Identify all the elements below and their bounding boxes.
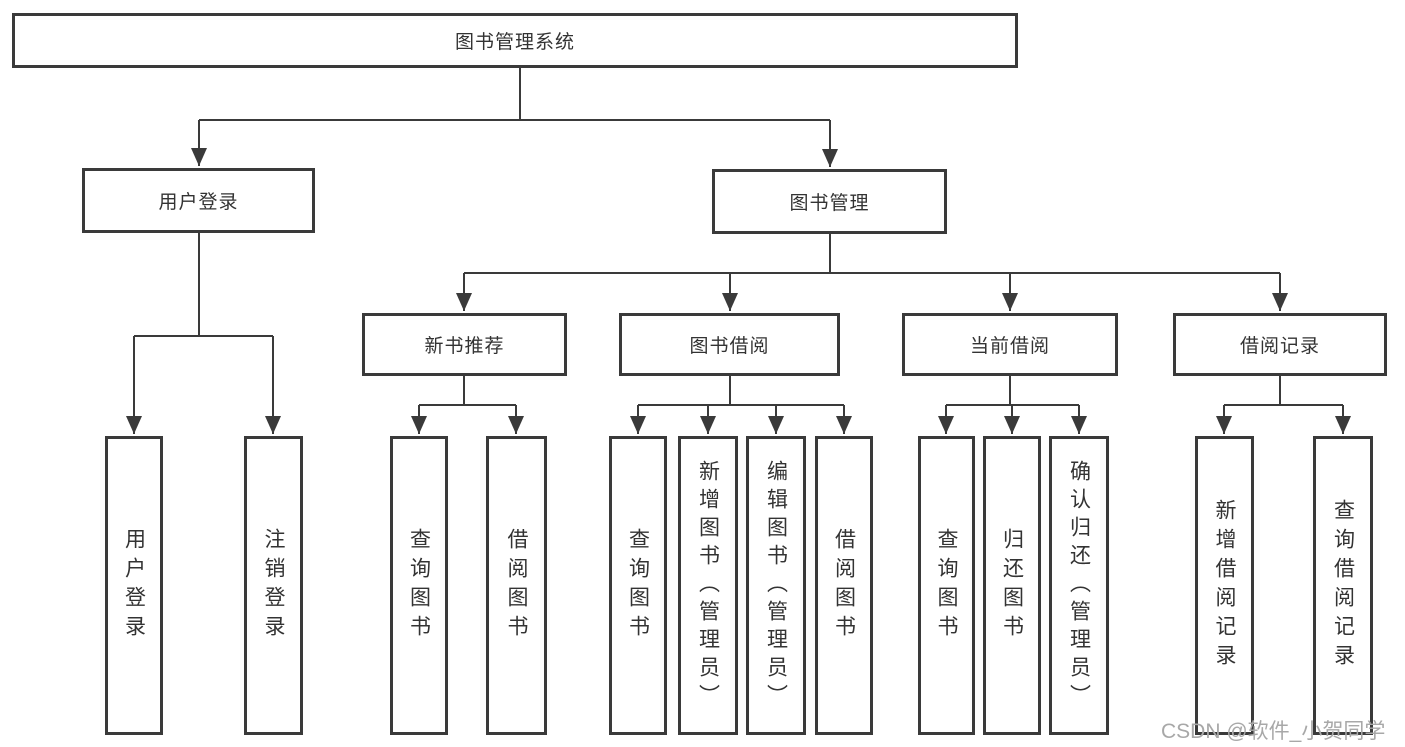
node-new-book-recommend-label: 新书推荐 (424, 336, 505, 357)
leaf-user-login: 用户登录 (105, 436, 163, 735)
node-borrowing-records: 借阅记录 (1173, 313, 1387, 376)
node-book-borrowing: 图书借阅 (619, 313, 840, 376)
leaf-user-login-label: 用户登录 (122, 527, 146, 644)
leaf-logout-login-label: 注销登录 (262, 527, 285, 644)
leaf-add-books-admin: 新增图书（管理员） (678, 436, 738, 735)
leaf-query-books-recommend-label: 查询图书 (407, 527, 431, 644)
leaf-return-books-label: 归还图书 (1000, 527, 1024, 644)
csdn-watermark: CSDN @软件_小贺同学 (1161, 720, 1386, 743)
leaf-query-books-recommend: 查询图书 (390, 436, 448, 735)
connector-book-management-branch (456, 233, 1288, 311)
node-book-management-label: 图书管理 (789, 193, 870, 214)
node-book-borrowing-label: 图书借阅 (689, 336, 770, 357)
node-library-management-system-label: 图书管理系统 (454, 32, 575, 53)
connector-borrowing-records-branch (1216, 375, 1351, 434)
connector-book-borrowing-branch (630, 375, 852, 434)
node-library-management-system: 图书管理系统 (12, 13, 1018, 68)
leaf-query-books-current-label: 查询图书 (935, 527, 958, 644)
leaf-add-books-admin-label: 新增图书（管理员） (696, 459, 720, 712)
leaf-query-books-current: 查询图书 (918, 436, 975, 735)
leaf-borrow-books: 借阅图书 (815, 436, 873, 735)
leaf-borrow-books-label: 借阅图书 (832, 527, 856, 644)
node-current-borrowing: 当前借阅 (902, 313, 1118, 376)
leaf-query-books-borrowing: 查询图书 (609, 436, 667, 735)
leaf-borrow-books-recommend: 借阅图书 (486, 436, 547, 735)
leaf-add-borrow-record-label: 新增借阅记录 (1213, 498, 1236, 673)
leaf-edit-books-admin-label: 编辑图书（管理员） (764, 459, 788, 712)
connector-current-borrowing-branch (938, 375, 1087, 434)
leaf-query-books-borrowing-label: 查询图书 (626, 527, 650, 644)
connector-root-to-level2 (191, 66, 838, 167)
node-current-borrowing-label: 当前借阅 (969, 336, 1050, 357)
node-borrowing-records-label: 借阅记录 (1239, 336, 1320, 357)
node-user-login-label: 用户登录 (158, 192, 239, 213)
leaf-logout-login: 注销登录 (244, 436, 303, 735)
leaf-borrow-books-recommend-label: 借阅图书 (505, 527, 528, 644)
leaf-query-borrow-record: 查询借阅记录 (1313, 436, 1373, 735)
leaf-edit-books-admin: 编辑图书（管理员） (746, 436, 806, 735)
connector-user-login-branch (126, 232, 281, 434)
node-user-login: 用户登录 (82, 168, 315, 233)
leaf-return-books: 归还图书 (983, 436, 1041, 735)
node-new-book-recommend: 新书推荐 (362, 313, 567, 376)
connector-new-book-recommend-branch (411, 375, 524, 434)
leaf-confirm-return-admin: 确认归还（管理员） (1049, 436, 1109, 735)
leaf-confirm-return-admin-label: 确认归还（管理员） (1067, 459, 1091, 712)
leaf-add-borrow-record: 新增借阅记录 (1195, 436, 1254, 735)
leaf-query-borrow-record-label: 查询借阅记录 (1331, 498, 1355, 673)
node-book-management: 图书管理 (712, 169, 947, 234)
